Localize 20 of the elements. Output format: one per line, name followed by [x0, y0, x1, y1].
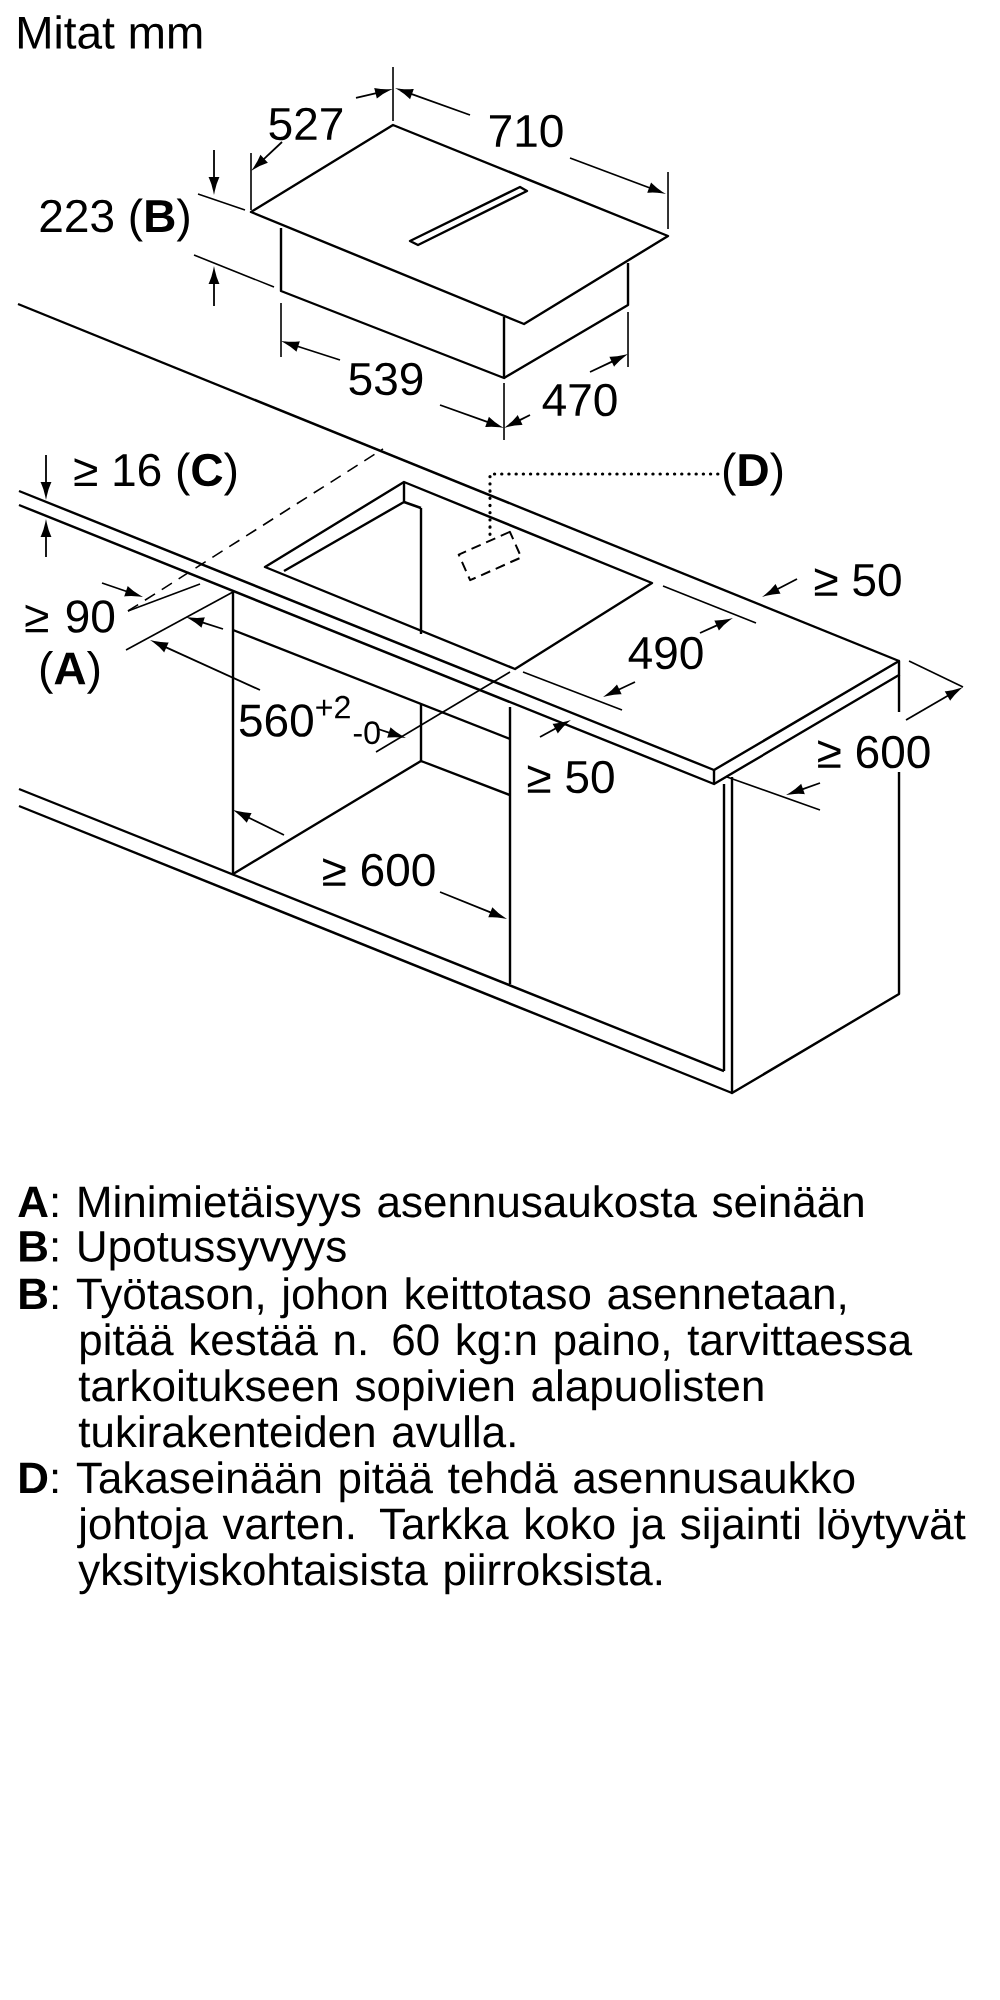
note-text: B: Työtason, johon keittotaso asennetaan, pitää kestää n. 60 kg:n paino, tarvittaessa tarkoitukseen sopivien alapuolisten tukirakenteiden avulla.: [20, 1277, 913, 1448]
cable-opening: [457, 530, 523, 582]
dimension-label: ≥ 50: [527, 760, 614, 794]
callout-letter: (D): [723, 452, 783, 496]
dimension-label: ≥ 16 (C): [74, 452, 237, 496]
dimension-label: 470: [542, 383, 617, 417]
dimension-label: ≥ 50: [814, 563, 901, 597]
dimension-label: 710: [490, 114, 563, 148]
dimension-label: ≥ 600: [818, 735, 930, 769]
dimension-label: ≥ 90 (A): [25, 600, 115, 694]
dimension-label: 539: [349, 362, 423, 396]
note-text: B: Upotussyvyys: [20, 1231, 346, 1271]
dimension-label: ≥ 600: [323, 853, 435, 887]
dimension-label: 527: [269, 107, 343, 141]
dimension-label: 223 (B): [40, 198, 189, 242]
title: Mitat mm: [18, 15, 202, 49]
dimension-label: 490: [628, 636, 703, 670]
note-text: D: Takaseinään pitää tehdä asennusaukko johtoja varten. Tarkka koko ja sijainti löytyvät yksityiskohtaisista piirroksista.: [20, 1461, 966, 1595]
note-text: A: Minimietäisyys asennusaukosta seinään: [18, 1185, 863, 1227]
dimension-label: 560$^{+2}$-0: [239, 695, 380, 745]
